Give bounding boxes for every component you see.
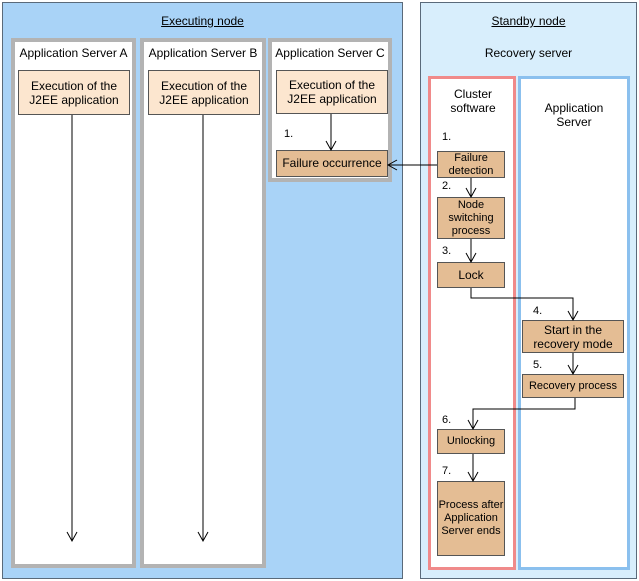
step3-to-step4-arrowhead xyxy=(567,310,579,322)
step-2-label: 2. xyxy=(442,180,452,192)
server-b-arrowhead xyxy=(197,531,209,543)
server-c-execution-text: Execution of the J2EE application xyxy=(287,78,377,106)
step1-to-step2-arrowhead xyxy=(465,187,477,199)
step-7-label: 7. xyxy=(442,465,452,477)
unlocking-box: Unlocking xyxy=(437,429,505,454)
failure-detection-box: Failure detection xyxy=(437,151,505,178)
lock-text: Lock xyxy=(458,267,484,282)
step5-to-step6-arrowhead xyxy=(467,419,479,431)
unlocking-text: Unlocking xyxy=(446,435,496,447)
process-after-end-text: Process after Application Server ends xyxy=(438,499,504,537)
step5-to-step6-arrow xyxy=(472,398,576,428)
server-b-execution-text: Execution of the J2EE application xyxy=(159,78,249,107)
server-c-step-label: 1. xyxy=(284,128,294,140)
detection-to-failure-arrowhead xyxy=(386,159,398,171)
step2-to-step3-arrowhead xyxy=(465,252,477,264)
server-a-execution-text: Execution of the J2EE application xyxy=(29,78,119,107)
failure-occurrence-box: Failure occurrence xyxy=(276,150,388,177)
start-recovery-mode-text: Start in the recovery mode xyxy=(533,322,613,351)
executing-node-title: Executing node xyxy=(161,14,244,28)
server-c-arrowhead xyxy=(325,140,337,152)
recovery-server-title: Recovery server xyxy=(484,46,573,60)
failure-detection-text: Failure detection xyxy=(448,151,494,177)
server-a-execution-box: Execution of the J2EE application xyxy=(18,70,130,115)
step-3-label: 3. xyxy=(442,245,452,257)
step-1-label: 1. xyxy=(442,131,452,143)
process-after-end-box: Process after Application Server ends xyxy=(437,481,505,556)
step6-to-step7-arrowhead xyxy=(467,471,479,483)
failure-occurrence-text: Failure occurrence xyxy=(282,156,382,170)
step-4-label: 4. xyxy=(533,305,543,317)
application-server-a-title: Application Server A xyxy=(19,46,128,60)
cluster-software-title: Cluster software xyxy=(450,87,496,115)
start-recovery-mode-box: Start in the recovery mode xyxy=(522,320,624,353)
server-c-execution-box: Execution of the J2EE application xyxy=(276,70,388,114)
server-a-arrowhead xyxy=(66,531,78,543)
application-server-c-title: Application Server C xyxy=(275,46,385,60)
standby-node-title: Standby node xyxy=(491,14,566,28)
step-6-label: 6. xyxy=(442,414,452,426)
standby-application-server-title: Application Server xyxy=(544,101,604,129)
application-server-a: Application Server A xyxy=(11,38,136,568)
node-switching-process-box: Node switching process xyxy=(437,197,505,239)
node-switching-process-text: Node switching process xyxy=(448,198,494,237)
server-b-execution-box: Execution of the J2EE application xyxy=(148,70,260,115)
step3-to-step4-arrow xyxy=(470,288,574,319)
step4-to-step5-arrowhead xyxy=(567,364,579,376)
step-5-label: 5. xyxy=(533,359,543,371)
application-server-b-title: Application Server B xyxy=(148,46,258,60)
recovery-process-text: Recovery process xyxy=(528,379,618,392)
